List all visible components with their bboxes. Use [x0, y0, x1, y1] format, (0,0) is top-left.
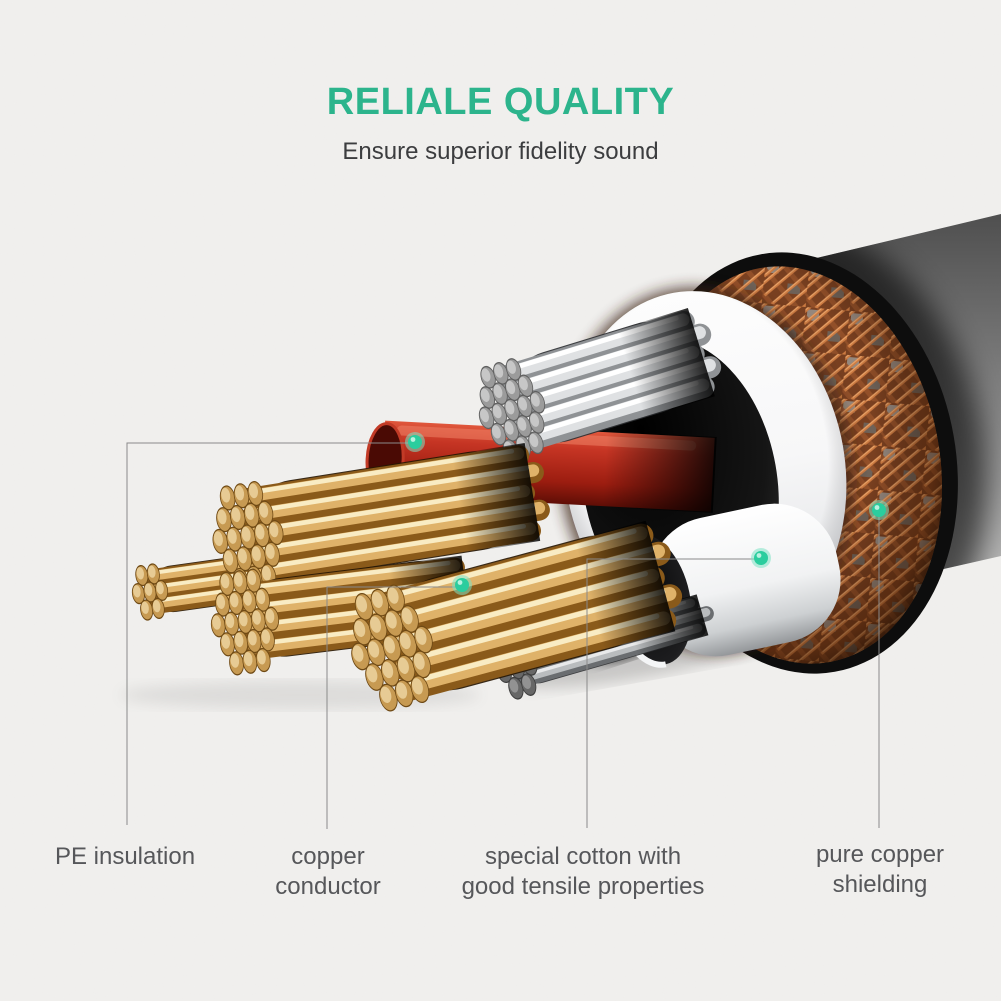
marker-copper-conductor-dot [452, 575, 472, 595]
callout-label-line: conductor [275, 873, 381, 900]
page-subtitle: Ensure superior fidelity sound [342, 138, 659, 165]
page-title: RELIALE QUALITY [326, 81, 675, 123]
callout-leader-lines [126, 442, 880, 829]
callout-pure-copper-shielding: pure copper shielding [816, 840, 944, 900]
callout-label-line: pure copper [815, 841, 945, 868]
callout-label-line: PE insulation [54, 843, 196, 870]
callout-pe-insulation: PE insulation [55, 842, 195, 872]
callout-label-line: copper [291, 843, 365, 870]
callout-special-cotton: special cotton with good tensile propert… [462, 842, 705, 902]
copper-conductor-bundles [131, 443, 683, 712]
header: RELIALE QUALITY Ensure superior fidelity… [0, 82, 1001, 166]
marker-pe-insulation-dot [405, 432, 425, 452]
callout-copper-conductor: copper conductor [275, 842, 380, 902]
callout-label-line: good tensile properties [461, 873, 705, 900]
marker-pure-copper-shielding-dot [869, 500, 889, 520]
callout-label-line: shielding [832, 871, 928, 898]
callout-label-line: special cotton with [484, 843, 682, 870]
silver-strand-bundle-top [478, 308, 722, 462]
callout-markers [405, 432, 889, 595]
marker-special-cotton-dot [751, 548, 771, 568]
